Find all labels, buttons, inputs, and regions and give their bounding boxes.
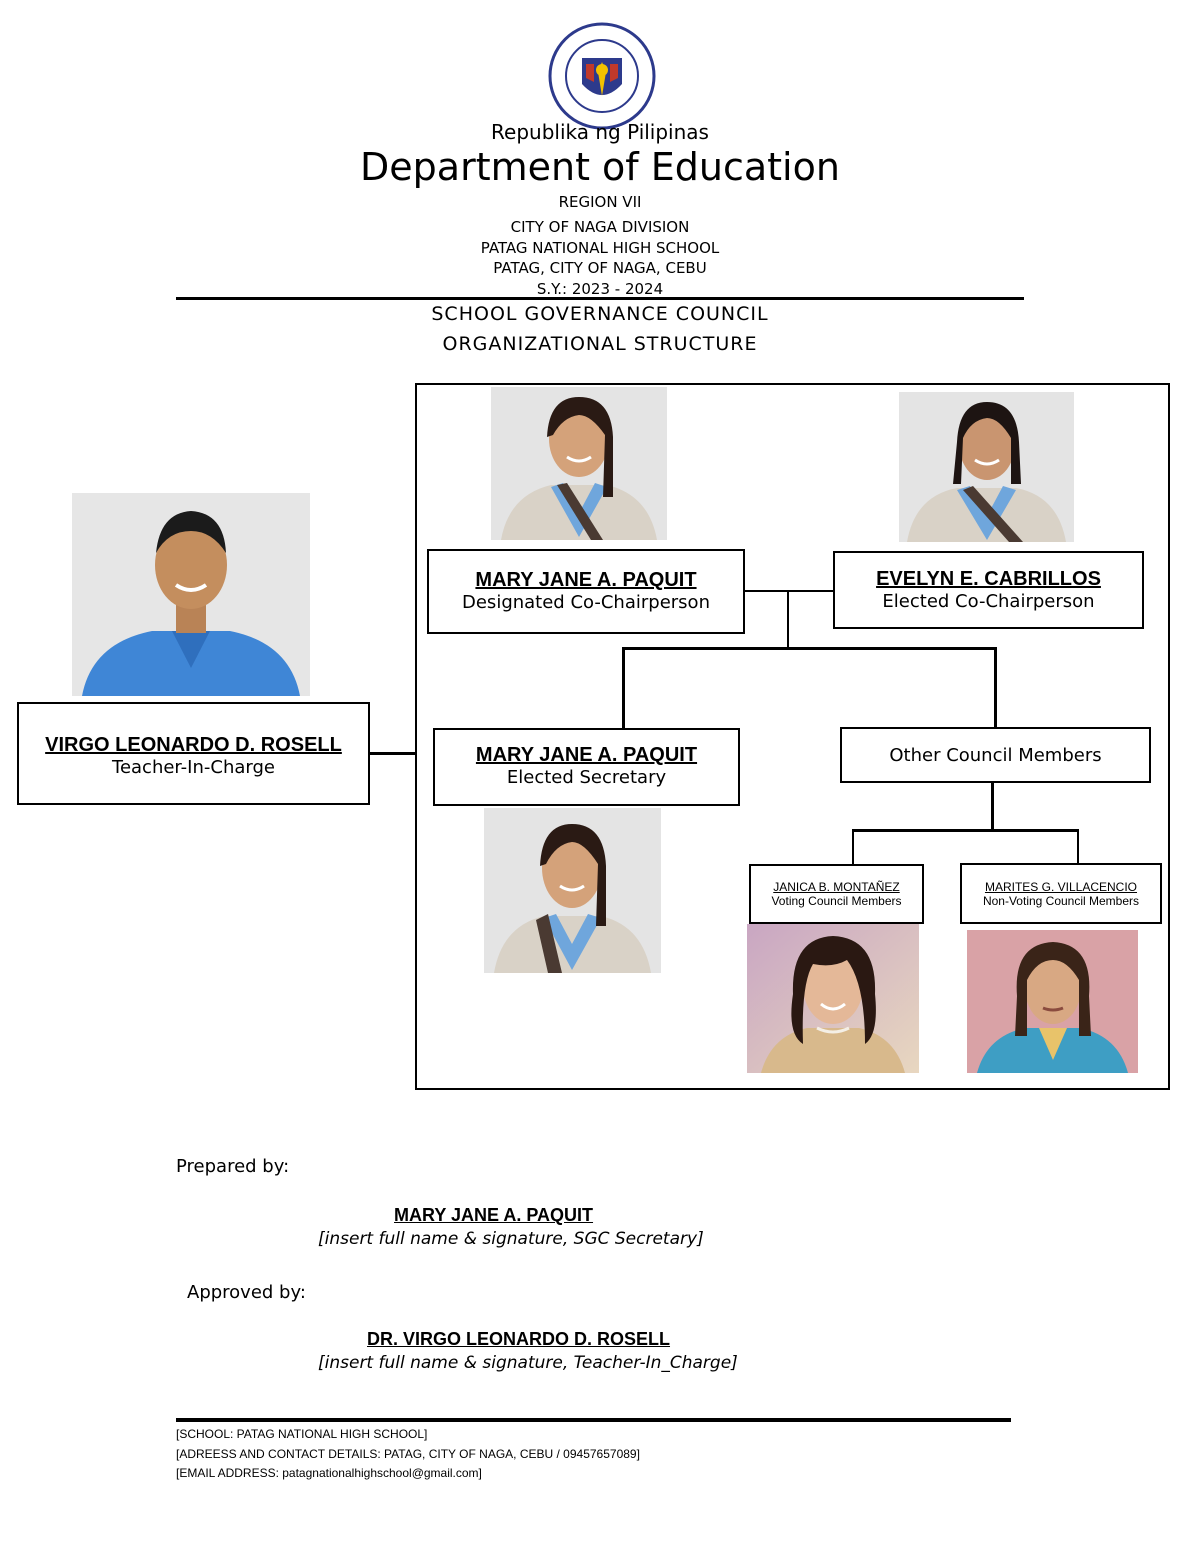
prepared-by-name: MARY JANE A. PAQUIT bbox=[394, 1205, 594, 1225]
approved-by-label: Approved by: bbox=[187, 1282, 306, 1303]
connector-cochairs bbox=[745, 590, 833, 592]
elected-cochair-name: EVELYN E. CABRILLOS bbox=[876, 568, 1101, 590]
connector-voting bbox=[852, 829, 854, 864]
nonvoting-member-name: MARITES G. VILLACENCIO bbox=[984, 880, 1138, 894]
connector-down bbox=[787, 591, 789, 648]
footer-divider bbox=[176, 1418, 1011, 1422]
designated-cochair-box: MARY JANE A. PAQUIT Designated Co-Chairp… bbox=[427, 549, 745, 634]
footer-email: [EMAIL ADDRESS: patagnationalhighschool@… bbox=[176, 1466, 482, 1480]
school-line: PATAG NATIONAL HIGH SCHOOL bbox=[480, 239, 720, 257]
teacher-photo bbox=[72, 493, 310, 696]
elected-cochair-role: Elected Co-Chairperson bbox=[882, 591, 1095, 612]
footer-address: [ADREESS AND CONTACT DETAILS: PATAG, CIT… bbox=[176, 1447, 640, 1461]
title-line-2: ORGANIZATIONAL STRUCTURE bbox=[442, 333, 758, 355]
approved-by-desc: [insert full name & signature, Teacher-I… bbox=[318, 1353, 738, 1373]
nonvoting-member-photo bbox=[967, 930, 1138, 1073]
voting-member-photo bbox=[747, 924, 919, 1073]
elected-cochair-photo bbox=[899, 392, 1074, 542]
region-line: REGION VII bbox=[558, 193, 642, 211]
teacher-name: VIRGO LEONARDO D. ROSELL bbox=[45, 734, 342, 756]
school-year-line: S.Y.: 2023 - 2024 bbox=[536, 280, 664, 298]
connector-secretary bbox=[622, 647, 625, 728]
header-divider bbox=[176, 297, 1024, 300]
voting-member-name: JANICA B. MONTAÑEZ bbox=[773, 880, 900, 894]
nonvoting-member-box: MARITES G. VILLACENCIO Non-Voting Counci… bbox=[960, 863, 1162, 924]
teacher-role: Teacher-In-Charge bbox=[112, 757, 275, 778]
designated-cochair-name: MARY JANE A. PAQUIT bbox=[475, 569, 697, 591]
connector-member-branch bbox=[852, 829, 1079, 832]
deped-seal bbox=[548, 22, 656, 130]
division-line: CITY OF NAGA DIVISION bbox=[510, 218, 690, 236]
elected-cochair-box: EVELYN E. CABRILLOS Elected Co-Chairpers… bbox=[833, 551, 1144, 629]
republic-line: Republika ng Pilipinas bbox=[491, 120, 709, 144]
connector-members bbox=[994, 647, 997, 727]
designated-cochair-photo bbox=[491, 387, 667, 540]
teacher-in-charge-box: VIRGO LEONARDO D. ROSELL Teacher-In-Char… bbox=[17, 702, 370, 805]
designated-cochair-role: Designated Co-Chairperson bbox=[462, 592, 710, 613]
voting-member-box: JANICA B. MONTAÑEZ Voting Council Member… bbox=[749, 864, 924, 924]
connector-other-down bbox=[991, 783, 994, 830]
prepared-by-desc: [insert full name & signature, SGC Secre… bbox=[318, 1229, 704, 1249]
other-members-label: Other Council Members bbox=[889, 745, 1102, 766]
secretary-photo bbox=[484, 808, 661, 973]
connector-teacher bbox=[370, 752, 417, 755]
secretary-role: Elected Secretary bbox=[506, 767, 667, 788]
connector-nonvoting bbox=[1077, 829, 1079, 864]
voting-member-role: Voting Council Members bbox=[771, 894, 902, 908]
council-frame bbox=[415, 383, 1170, 1090]
other-members-box: Other Council Members bbox=[840, 727, 1151, 783]
secretary-name: MARY JANE A. PAQUIT bbox=[475, 744, 698, 766]
title-line-1: SCHOOL GOVERNANCE COUNCIL bbox=[431, 303, 769, 325]
connector-branch bbox=[622, 647, 996, 650]
nonvoting-member-role: Non-Voting Council Members bbox=[982, 894, 1140, 908]
department-title: Department of Education bbox=[360, 145, 840, 189]
footer-school: [SCHOOL: PATAG NATIONAL HIGH SCHOOL] bbox=[176, 1427, 428, 1441]
secretary-box: MARY JANE A. PAQUIT Elected Secretary bbox=[433, 728, 740, 806]
address-line: PATAG, CITY OF NAGA, CEBU bbox=[493, 259, 707, 277]
approved-by-name: DR. VIRGO LEONARDO D. ROSELL bbox=[367, 1329, 671, 1349]
prepared-by-label: Prepared by: bbox=[176, 1156, 290, 1177]
